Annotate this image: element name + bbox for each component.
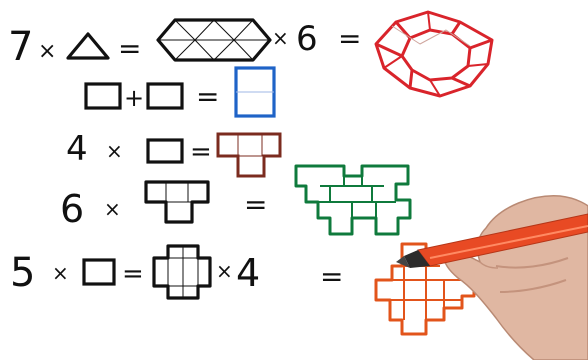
row1-count: 7 [8, 24, 33, 70]
row2-equals: = [196, 80, 219, 113]
row1-equals: = [118, 32, 141, 65]
row5-result-count: 4 [236, 251, 260, 295]
row-3: 4 × = [66, 129, 280, 176]
row5-result-times: × [216, 259, 233, 283]
row1-result-equals: = [338, 22, 361, 55]
row3-count: 4 [66, 129, 88, 169]
cross-shape-icon [154, 246, 210, 298]
triangle-icon [68, 34, 108, 58]
row5-times: × [52, 261, 69, 285]
square-icon [148, 84, 182, 108]
row2-plus: + [124, 84, 144, 112]
row-2: + = [86, 68, 274, 116]
row1-result-times: × [272, 26, 289, 50]
red-trapezoid-ring [376, 12, 492, 96]
row4-count: 6 [60, 187, 84, 231]
row1-result-count: 6 [296, 19, 318, 59]
green-tee-tiling [296, 166, 410, 234]
row4-times: × [104, 197, 121, 221]
tee-shape-icon [146, 182, 208, 222]
row1-times: × [38, 39, 56, 64]
row4-equals: = [244, 188, 267, 221]
row3-times: × [106, 139, 123, 163]
triangle-trapezoid-shape [158, 20, 270, 60]
row-4: 6 × = [60, 166, 410, 234]
square-icon [84, 260, 114, 284]
square-icon [86, 84, 120, 108]
square-icon [148, 140, 182, 162]
row3-equals: = [190, 137, 212, 167]
blue-rectangle-shape [236, 68, 274, 116]
row-1: 7 × = × 6 = [8, 12, 492, 96]
row5-result-equals: = [320, 260, 343, 293]
brown-tee-shape [218, 134, 280, 176]
row5-equals: = [122, 259, 144, 289]
row5-count: 5 [10, 250, 35, 296]
